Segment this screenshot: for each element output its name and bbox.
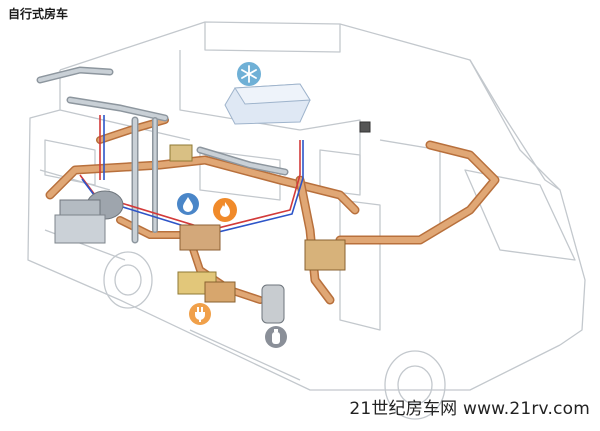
water-drop-icon (177, 193, 199, 215)
watermark: 21世纪房车网 www.21rv.com (349, 399, 590, 419)
front-wheel (384, 350, 446, 420)
vent-ducts (36, 66, 289, 244)
battery-unit (177, 271, 236, 303)
flame-icon (213, 198, 237, 222)
gas-bottle (261, 284, 285, 324)
rear-wheel (103, 251, 153, 309)
boiler (179, 224, 221, 251)
gas-bottle-icon (265, 326, 287, 348)
water-tank (54, 214, 106, 244)
plug-icon (189, 303, 211, 325)
vehicle-body (27, 21, 586, 391)
page-title: 自行式房车 (8, 7, 69, 21)
control-panel (169, 121, 371, 162)
warm-air-ducts (45, 116, 500, 305)
roof-air-conditioner (224, 83, 311, 125)
snowflake-icon (237, 62, 261, 86)
generator (304, 239, 346, 271)
